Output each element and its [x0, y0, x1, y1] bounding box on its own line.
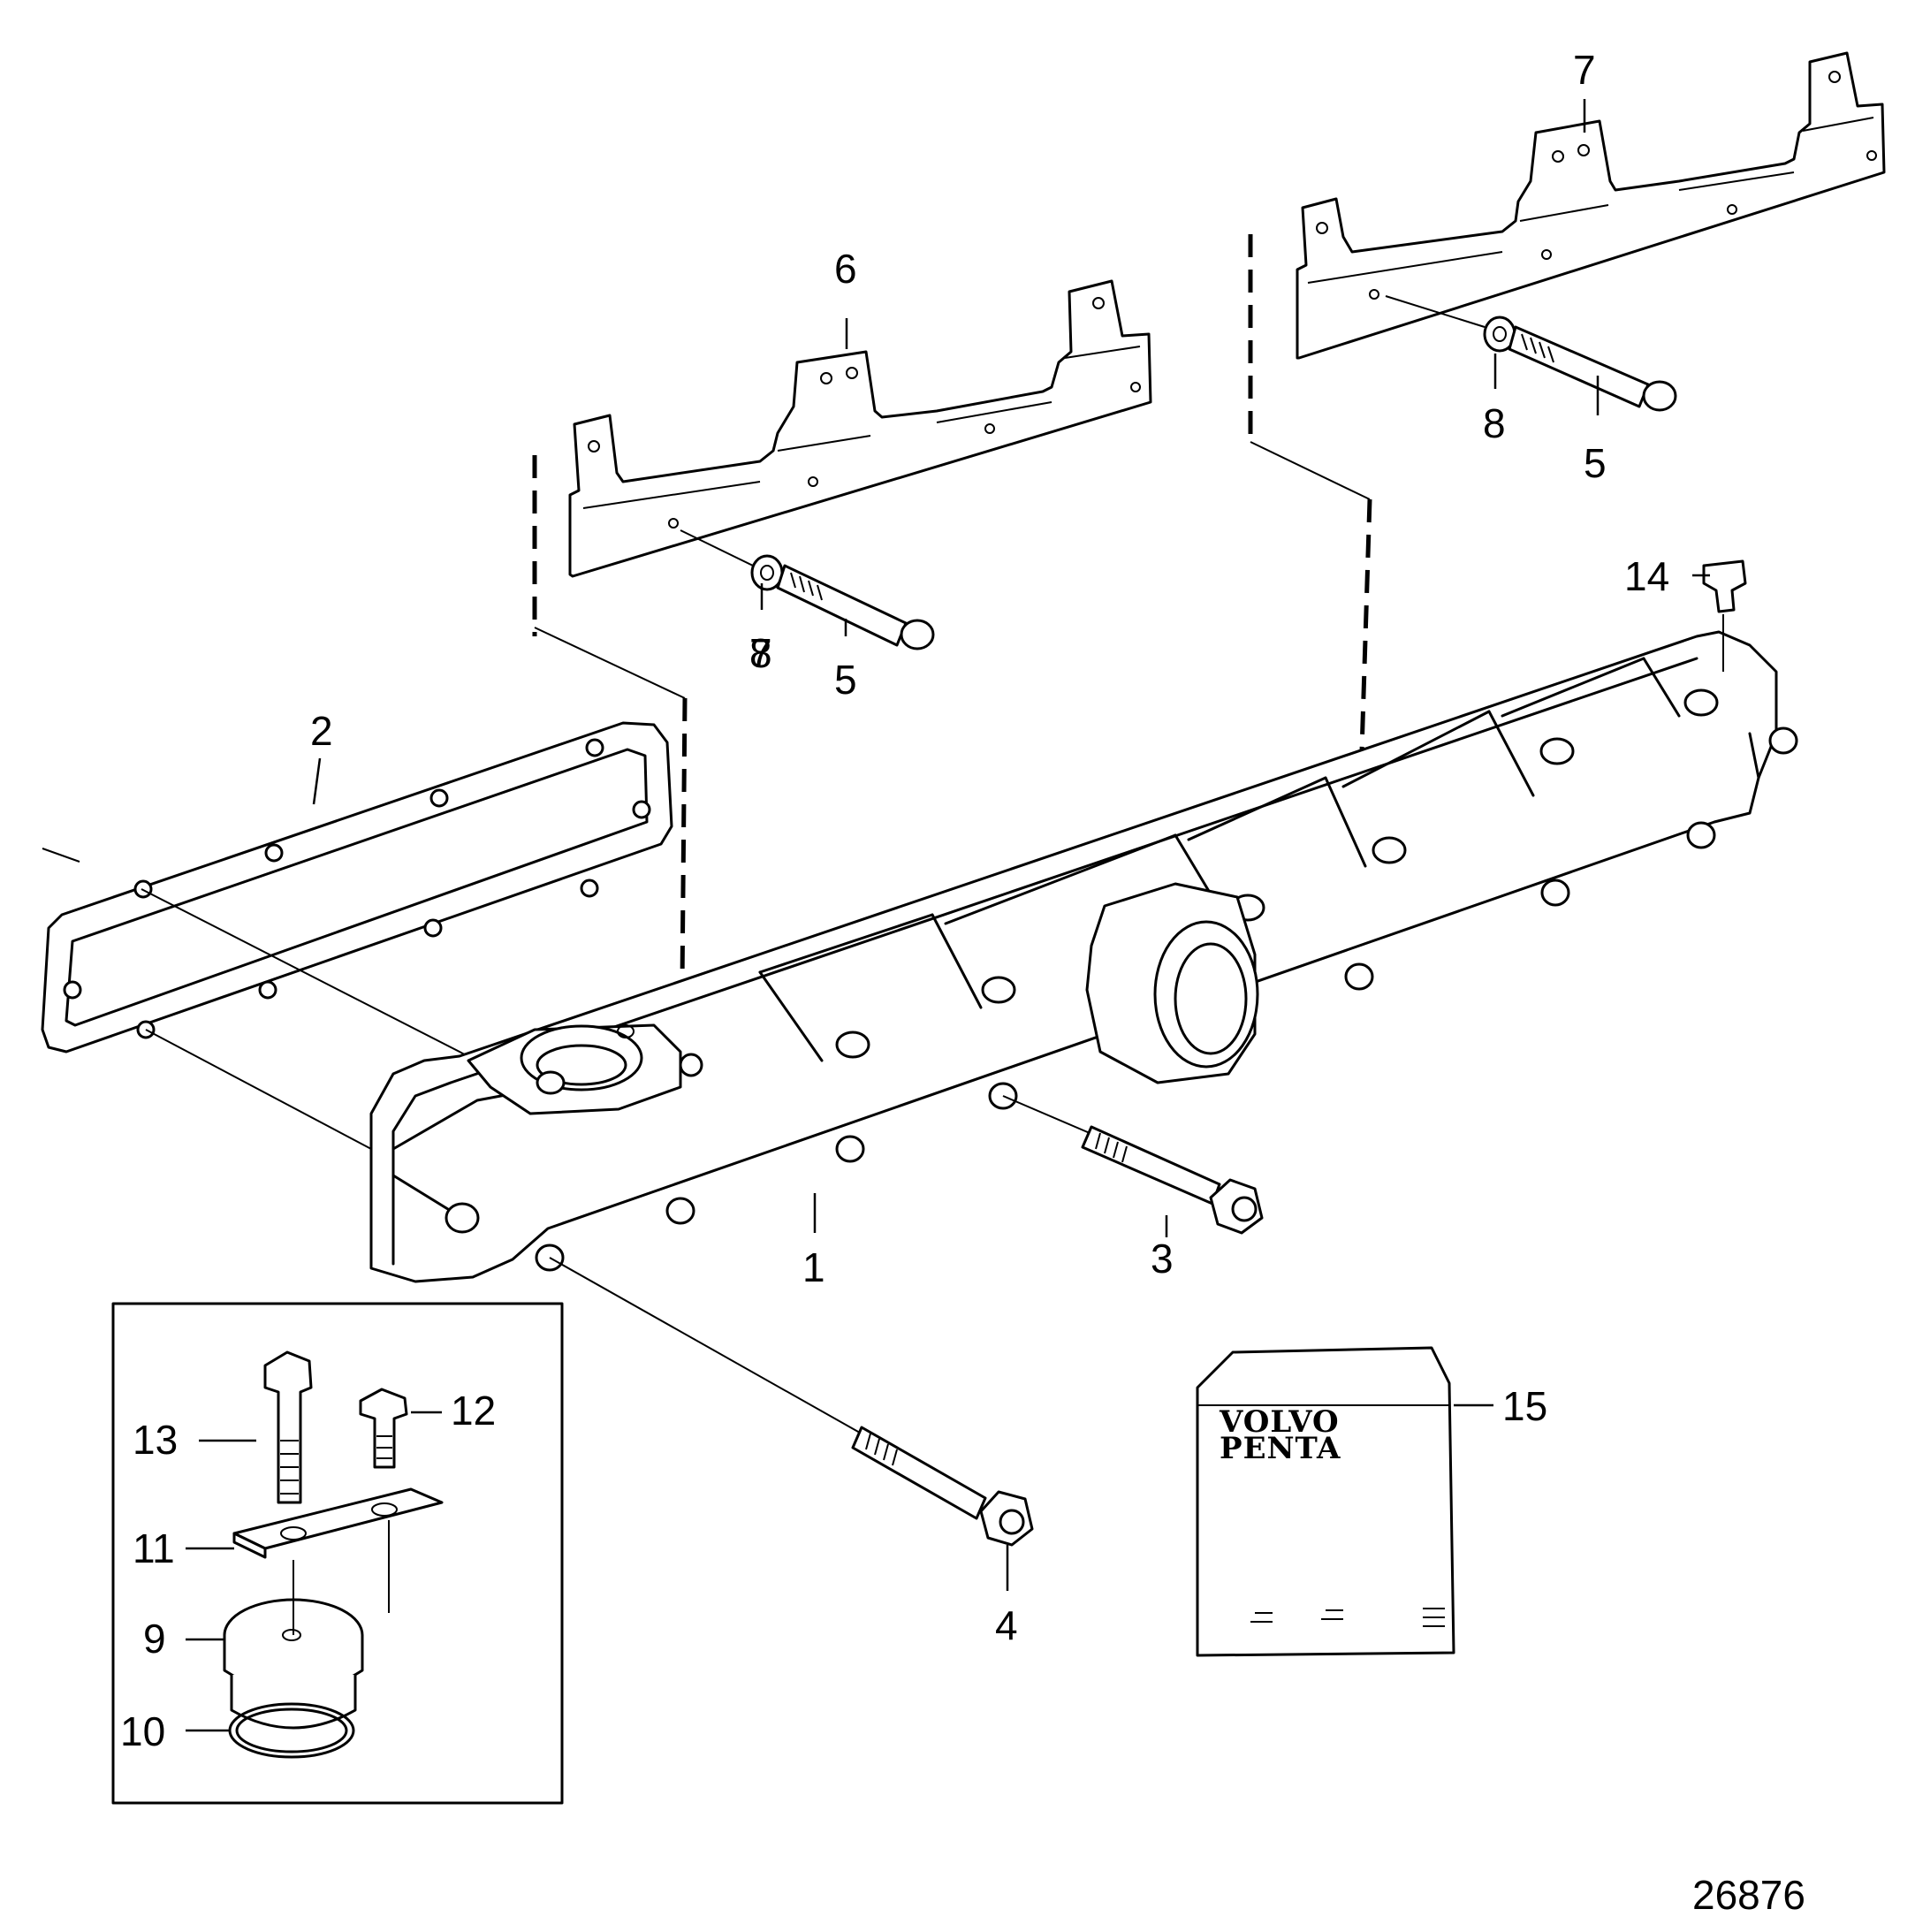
callout-1: 1 [802, 1244, 825, 1290]
callout-13: 13 [133, 1417, 178, 1463]
callout-5-upper: 5 [1584, 440, 1607, 486]
callout-2: 2 [310, 708, 333, 754]
gasket-2 [41, 721, 686, 1176]
callout-15: 15 [1502, 1383, 1547, 1429]
brand-line-1: VOLVO [1219, 1404, 1340, 1440]
callout-8-upper: 8 [1483, 400, 1506, 446]
heat-shield-7 [1296, 51, 1886, 360]
callout-12: 12 [451, 1388, 496, 1434]
instruction-booklet-15: VOLVO PENTA [1196, 1346, 1455, 1657]
callout-10: 10 [120, 1708, 165, 1754]
heat-shield-6 [568, 279, 1152, 578]
exhaust-manifold-1 [369, 630, 1798, 1283]
screw-5-washer-8-right [1385, 295, 1677, 412]
callout-4: 4 [995, 1602, 1018, 1648]
callout-7-upper: 7 [1573, 47, 1596, 93]
leader-lines [186, 99, 1710, 1732]
callout-14: 14 [1624, 553, 1669, 599]
screw-4 [549, 1257, 1034, 1547]
plug-14 [1702, 559, 1747, 672]
inset-mount-box [111, 1302, 564, 1805]
brand-line-2: PENTA [1220, 1431, 1341, 1466]
screw-5-washer-8-mid [680, 529, 935, 650]
callout-9: 9 [143, 1616, 166, 1662]
figure-id: 26876 [1692, 1872, 1805, 1918]
callout-5-mid: 5 [834, 657, 857, 703]
callout-6: 6 [834, 246, 857, 292]
callout-8-lower: 8 [749, 630, 772, 676]
screw-3 [1002, 1095, 1264, 1235]
callout-11: 11 [133, 1525, 175, 1571]
callout-3: 3 [1151, 1236, 1174, 1282]
callout-labels: 6 7 2 7 8 5 8 5 14 1 3 4 15 13 12 11 9 1… [120, 47, 1669, 1754]
callout-7-lower: 7 [749, 630, 772, 676]
